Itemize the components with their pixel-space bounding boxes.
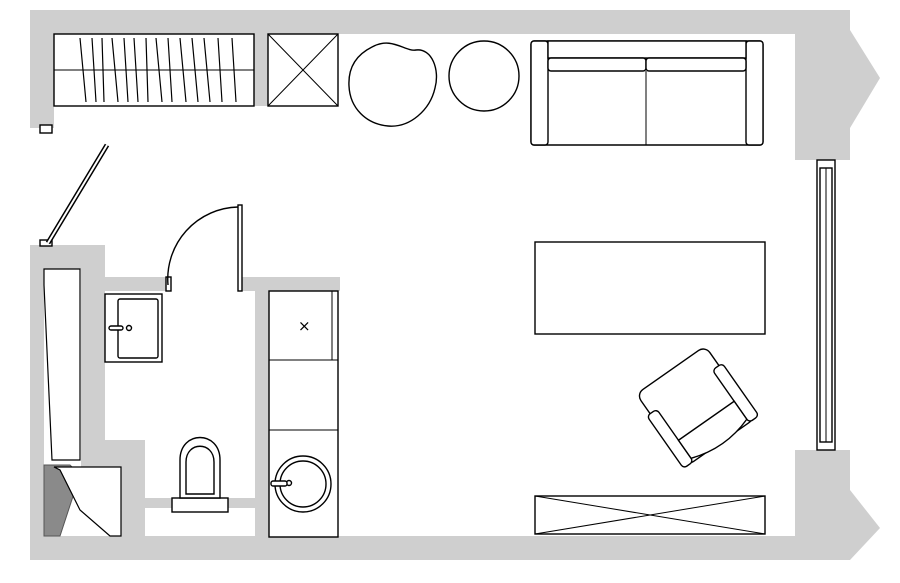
plant	[348, 42, 438, 127]
window	[816, 159, 836, 451]
walls	[30, 10, 880, 560]
door-jamb-bottom	[39, 239, 53, 247]
tv-console	[534, 495, 766, 535]
sofa	[530, 40, 764, 146]
washbasin	[104, 293, 163, 363]
toilet	[171, 436, 229, 513]
wall-bath-step-v	[121, 440, 145, 537]
wall-right-lower	[795, 450, 880, 560]
wall-wc-top-left	[104, 277, 166, 291]
wall-left-lower	[30, 245, 44, 560]
bathtub	[43, 268, 122, 537]
kitchen-cabinet-mark: ×	[298, 317, 311, 335]
kitchen-sink	[270, 455, 332, 513]
wall-top	[30, 10, 850, 34]
wall-right-upper	[795, 10, 880, 160]
round-table	[448, 40, 520, 112]
wall-left-upper	[30, 10, 54, 128]
wardrobe-hangers	[79, 37, 237, 103]
wall-stub	[254, 34, 268, 106]
armchair	[638, 348, 759, 468]
entrance-door	[39, 124, 110, 247]
storage-cabinet	[267, 33, 339, 107]
wall-bath-vertical	[81, 245, 105, 445]
wall-wc-kitchen	[255, 277, 269, 537]
coffee-table	[534, 241, 766, 335]
wardrobe	[53, 33, 255, 107]
door-jamb-top	[39, 124, 53, 134]
wall-bottom	[30, 536, 850, 560]
wc-door	[165, 204, 243, 292]
